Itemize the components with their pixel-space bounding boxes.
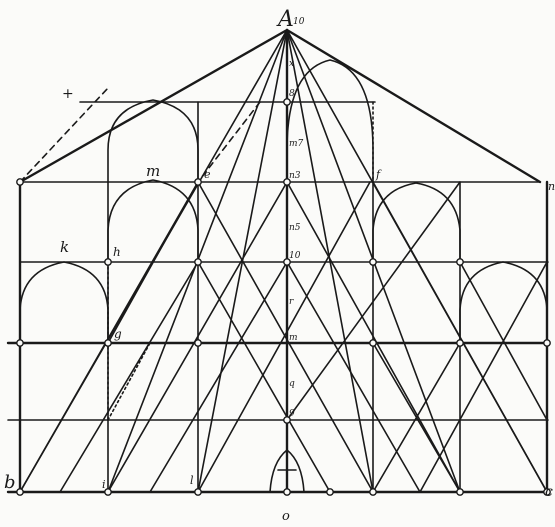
- node: [369, 258, 377, 266]
- axis-mark: x: [289, 59, 294, 69]
- dashed-left-slope: [19, 87, 109, 183]
- intersection-nodes: [16, 98, 551, 496]
- node: [104, 488, 112, 496]
- diag-f-1: [197, 181, 374, 493]
- node: [283, 416, 291, 424]
- node: [543, 339, 551, 347]
- node: [543, 488, 551, 496]
- label-n: n: [548, 180, 555, 193]
- node: [104, 258, 112, 266]
- node: [194, 488, 202, 496]
- node: [283, 258, 291, 266]
- roof-outline: [18, 28, 542, 184]
- label-i: i: [102, 478, 106, 491]
- node: [369, 488, 377, 496]
- node: [194, 258, 202, 266]
- label-g: g: [114, 327, 122, 341]
- arch-upper-left: [107, 99, 199, 183]
- diag-f-2: [286, 181, 461, 493]
- node: [194, 178, 202, 186]
- axis-mark: 9: [289, 409, 295, 419]
- diag-f-4: [286, 261, 421, 493]
- node: [16, 178, 24, 186]
- node: [283, 98, 291, 106]
- label-l: l: [190, 474, 194, 487]
- dashed-inner-slope: [197, 101, 261, 183]
- axis-mark: 10: [289, 251, 301, 261]
- roof-right-edge: [285, 28, 542, 184]
- node: [16, 488, 24, 496]
- diag-r-3: [197, 181, 371, 493]
- diag-r-2: [107, 181, 288, 493]
- diag-dotted: [107, 342, 151, 421]
- axis-marks: x 8 m7 n3 n5 10 r m q 9: [289, 59, 304, 419]
- axis-mark: n5: [289, 223, 301, 233]
- label-o: o: [282, 509, 290, 524]
- axis-mark: m7: [289, 139, 304, 149]
- node: [369, 339, 377, 347]
- diag-r-9: [419, 261, 548, 493]
- node: [456, 258, 464, 266]
- arch-low-right: [459, 261, 548, 344]
- axis-mark: q: [289, 379, 295, 389]
- diag-f-7: [372, 342, 461, 493]
- label-c: c: [545, 484, 553, 500]
- arch-base-center: [269, 449, 305, 493]
- ray-4: [286, 29, 374, 493]
- diag-r-7: [107, 181, 199, 344]
- label-apex: A: [276, 7, 294, 32]
- axis-mark: n3: [289, 171, 301, 181]
- axis-mark: m: [289, 333, 298, 343]
- arch-m: [107, 179, 199, 263]
- node: [283, 488, 291, 496]
- label-apex-mark: 10: [293, 17, 305, 27]
- arch-k: [19, 261, 109, 344]
- diag-r-5: [59, 261, 199, 493]
- label-m: m: [146, 162, 160, 180]
- label-plus: +: [62, 86, 74, 102]
- arch-upper-center: [286, 59, 374, 183]
- gothic-arches: [19, 59, 548, 493]
- diag-f-6: [459, 261, 548, 421]
- node: [456, 488, 464, 496]
- node: [456, 339, 464, 347]
- label-k: k: [60, 238, 69, 256]
- label-h: h: [113, 245, 121, 259]
- diagonals-rising: [19, 181, 548, 493]
- node: [283, 178, 291, 186]
- diag-f-5: [197, 261, 331, 493]
- label-f: f: [375, 168, 382, 181]
- labels: A 10 b o c k m h g e f i l + n: [4, 7, 555, 524]
- diagonals-falling: [107, 181, 548, 493]
- node: [104, 339, 112, 347]
- node: [194, 339, 202, 347]
- diag-r-4: [286, 181, 461, 421]
- node: [16, 339, 24, 347]
- roof-left-edge: [18, 28, 289, 184]
- axis-mark: r: [289, 297, 294, 307]
- horizontal-lines: [6, 101, 550, 494]
- label-b: b: [4, 472, 16, 493]
- arch-mid-right: [372, 182, 461, 263]
- node: [326, 488, 334, 496]
- label-e: e: [204, 168, 211, 181]
- axis-mark: 8: [289, 89, 295, 99]
